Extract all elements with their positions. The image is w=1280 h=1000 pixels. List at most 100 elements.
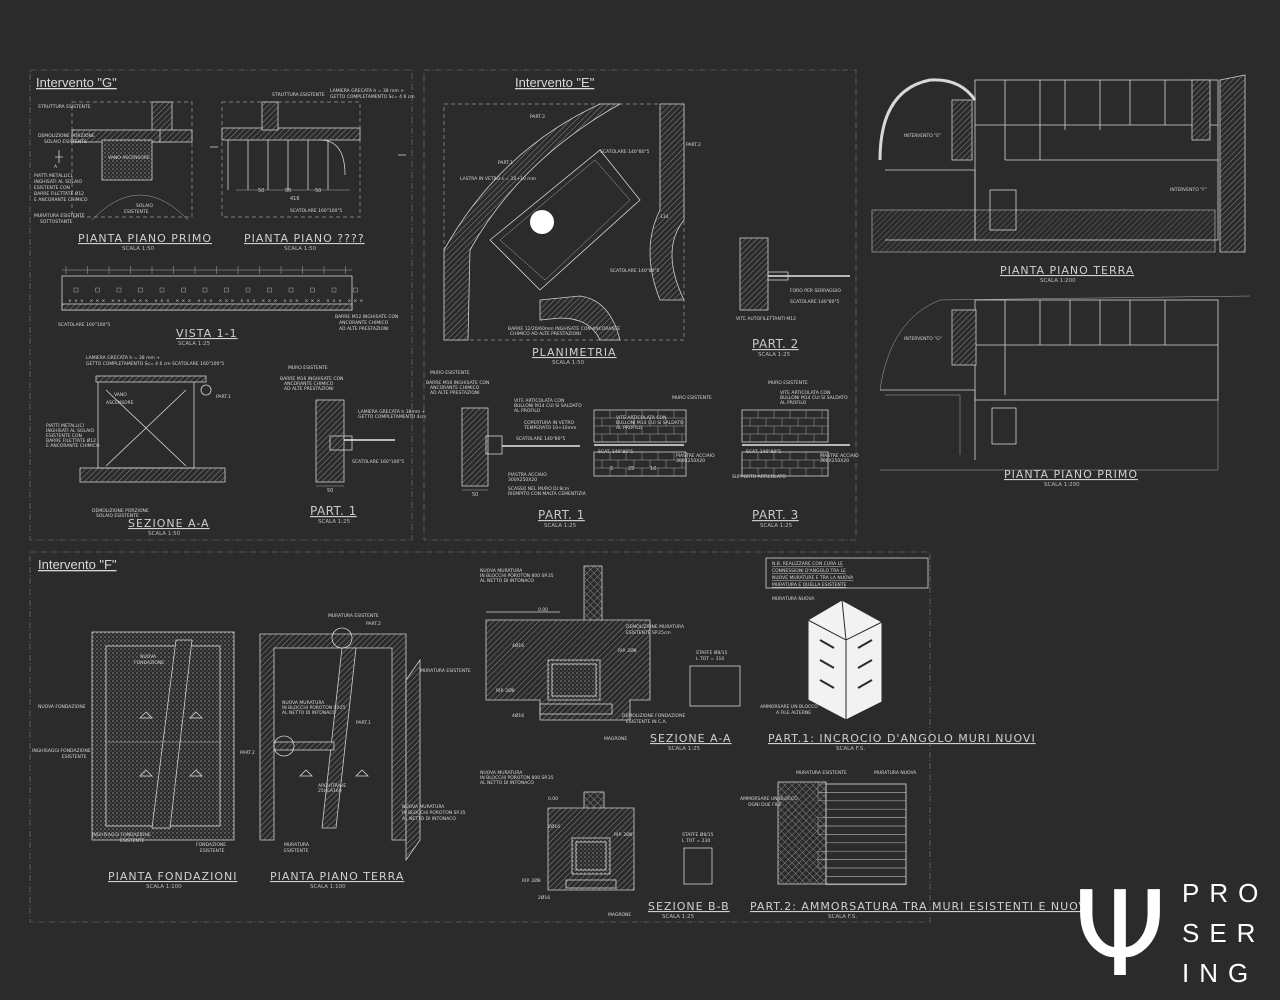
note-muratura-f: MURATURA bbox=[284, 842, 310, 848]
note-lamiera-q: LAMIERA GRECATA h = 38 mm + bbox=[330, 88, 404, 94]
title-pianta-piano-q: PIANTA PIANO ???? bbox=[244, 232, 365, 245]
svg-text:×: × bbox=[139, 298, 143, 304]
note-scatolare-p1e: SCATOLARE 140"80"5 bbox=[516, 436, 566, 442]
note-solaio-sez: SOLAIO ESISTENTE bbox=[96, 513, 139, 519]
title-sezione-aa-f: SEZIONE A-A bbox=[650, 732, 732, 745]
note-solaio-esistente: SOLAIO ESISTENTE bbox=[44, 139, 87, 145]
svg-text:×: × bbox=[74, 298, 78, 304]
scale-planimetria: SCALA 1:50 bbox=[552, 360, 585, 366]
scale-pianta-piano-primo-key: SCALA 1:200 bbox=[1044, 482, 1080, 488]
note-part1-ref: PART.1 bbox=[356, 720, 371, 726]
dim-5: 5 bbox=[610, 466, 613, 472]
note-barre-m12: BARRE M12 INGHISATE CON bbox=[335, 314, 398, 320]
note-muro-p3b: MURO ESISTENTE bbox=[768, 380, 808, 386]
svg-text:×: × bbox=[305, 298, 309, 304]
svg-text:416: 416 bbox=[290, 196, 300, 202]
svg-text:×: × bbox=[252, 298, 256, 304]
note-fondazione-esist: FONDAZIONE bbox=[196, 842, 226, 848]
key-plan-piano-primo: INTERVENTO "G" PIANTA PIANO PRIMO SCALA … bbox=[879, 295, 1251, 488]
note-piastre-a: PIASTRE ACCIAIO bbox=[676, 453, 715, 459]
note-piastra: PIASTRA ACCIAIO bbox=[508, 472, 547, 478]
note-scatolare-140-b: SCATOLARE 140"80"5 bbox=[610, 268, 660, 274]
note-profilo-p3b: AL PROFILO bbox=[780, 400, 807, 406]
key-intervento-f: INTERVENTO "F" bbox=[1170, 187, 1207, 193]
svg-text:A: A bbox=[54, 164, 58, 170]
scale-pianta-piano-primo-g: SCALA 1:50 bbox=[122, 246, 155, 252]
note-esistente-f4: ESISTENTE bbox=[284, 848, 309, 854]
scale-part2-f: SCALA F.S. bbox=[828, 914, 857, 920]
note-inghisaggi-fond: INGHISAGGI FONDAZIONE bbox=[32, 748, 91, 754]
title-sezione-bb-f: SEZIONE B-B bbox=[648, 900, 730, 913]
title-pianta-piano-primo-g: PIANTA PIANO PRIMO bbox=[78, 232, 212, 245]
scale-part1-f: SCALA F.S. bbox=[836, 746, 865, 752]
svg-text:×: × bbox=[154, 298, 158, 304]
part1-g: 50 MURO ESISTENTE BARRE M16 INGHISATE CO… bbox=[280, 365, 426, 525]
section-title-e: Intervento "E" bbox=[515, 75, 595, 90]
note-scatolare-p1: SCATOLARE 160"100"5 bbox=[352, 459, 404, 465]
note-copertura: COPERTURA IN VETRO bbox=[524, 420, 574, 426]
note-scat-b: SCAT. 140"80"5 bbox=[746, 449, 781, 455]
section-title-g: Intervento "G" bbox=[36, 75, 117, 90]
note-esistente-ca: ESISTENTE IN C.A. bbox=[626, 719, 667, 725]
note-alte-p1e: AD ALTE PRESTAZIONI bbox=[430, 390, 480, 396]
note-muratura-esistente-f2: MURATURA ESISTENTE bbox=[420, 668, 471, 674]
svg-text:×: × bbox=[160, 298, 164, 304]
title-part2-e: PART. 2 bbox=[752, 337, 799, 351]
note-lamiera-sez: LAMIERA GRECATA h = 38 mm + bbox=[86, 355, 160, 361]
logo-line-3: ING bbox=[1182, 958, 1258, 988]
note-ad-alte: AD ALTE PRESTAZIONI bbox=[339, 326, 389, 332]
scale-vista-1-1: SCALA 1:25 bbox=[178, 341, 211, 347]
note-4016: 4Ø16 bbox=[512, 642, 524, 649]
title-pianta-piano-primo-key: PIANTA PIANO PRIMO bbox=[1004, 468, 1138, 481]
svg-text:×: × bbox=[182, 298, 186, 304]
note-scat-a: SCAT. 140"80"5 bbox=[598, 449, 633, 455]
note-barre-p1: BARRE M16 INGHISATE CON bbox=[280, 376, 343, 382]
title-vista-1-1: VISTA 1-1 bbox=[176, 327, 238, 340]
svg-text:×: × bbox=[360, 298, 364, 304]
note-part3: PART.3 bbox=[530, 114, 545, 120]
note-esistente-con: ESISTENTE CON bbox=[34, 185, 70, 191]
svg-text:×: × bbox=[231, 298, 235, 304]
note-in-blocchi-pt: IN BLOCCHI POROTON SP.35 bbox=[402, 810, 466, 816]
note-p2-ogni: OGNI DUE FILE bbox=[748, 802, 782, 808]
note-ltot: L TOT = 310 bbox=[696, 656, 724, 662]
note-struttura-esistente-q: STRUTTURA ESISTENTE bbox=[272, 92, 325, 98]
part1-f: N.B. REALIZZARE CON CURA LE CONNESSIONI … bbox=[760, 557, 1035, 752]
svg-text:×: × bbox=[326, 298, 330, 304]
svg-text:×: × bbox=[117, 298, 121, 304]
note-muro-p3: MURO ESISTENTE bbox=[672, 395, 712, 401]
svg-text:×: × bbox=[283, 298, 287, 304]
scale-pianta-piano-q: SCALA 1:50 bbox=[284, 246, 317, 252]
section-intervento-g: Intervento "G" STRUTTURA ESISTENTE DEMOL… bbox=[29, 69, 426, 541]
note-scatolare-sez: SCATOLARE 160"100"5 bbox=[172, 361, 224, 367]
note-rip-1: RIP. 2Ø8 bbox=[618, 647, 637, 654]
scale-sezione-aa-g: SCALA 1:50 bbox=[148, 531, 181, 537]
note-dim-134: 134 bbox=[660, 214, 669, 220]
note-inghisaggi-fond2: INGHISAGGI FONDAZIONE bbox=[92, 832, 151, 838]
note-bulloni: BULLONI M14 CUI SI SALDATO bbox=[514, 403, 582, 409]
title-part1-e: PART. 1 bbox=[538, 508, 585, 522]
note-nb-2: CONNESSIONI D'ANGOLO TRA LE bbox=[772, 568, 846, 574]
note-lamiera-p1: LAMIERA GRECATA h 38mm + bbox=[358, 409, 426, 415]
note-demolizione-sez: DEMOLIZIONE PORZIONE bbox=[92, 508, 149, 514]
scale-part2-e: SCALA 1:25 bbox=[758, 352, 791, 358]
svg-text:×: × bbox=[80, 298, 84, 304]
section-title-f: Intervento "F" bbox=[38, 557, 117, 572]
note-vite-p3a: VITE ARTICOLATA CON bbox=[616, 415, 666, 421]
note-a-file: A FILE ALTERNE bbox=[776, 710, 811, 716]
note-esistente-sp: ESISTENTE SP.25cm bbox=[626, 630, 671, 636]
note-al-netto: AL NETTO DI INTONACO bbox=[282, 710, 336, 716]
svg-text:50: 50 bbox=[285, 188, 291, 194]
part1-e: 50 MURO ESISTENTE BARRE M16 INGHISATE CO… bbox=[426, 370, 587, 529]
note-muro-esistente-e: MURO ESISTENTE bbox=[430, 370, 470, 376]
note-staffe-b: STAFFE Ø8/15 bbox=[682, 831, 714, 838]
logo-psi-symbol: Ψ bbox=[1074, 865, 1167, 1000]
svg-text:×: × bbox=[209, 298, 213, 304]
title-part1-g: PART. 1 bbox=[310, 504, 357, 518]
note-sez-b-rip2: RIP. 2Ø8 bbox=[522, 877, 541, 884]
note-dim-0-b: 0.00 bbox=[548, 796, 558, 802]
svg-text:×: × bbox=[225, 298, 229, 304]
note-architrave-dim: 25HEA160 bbox=[318, 788, 342, 794]
note-riempito: RIEMPITO CON MALTA CEMENTIZIA bbox=[508, 491, 587, 497]
pianta-piano-primo-g: STRUTTURA ESISTENTE DEMOLIZIONE PORZIONE… bbox=[34, 101, 212, 252]
